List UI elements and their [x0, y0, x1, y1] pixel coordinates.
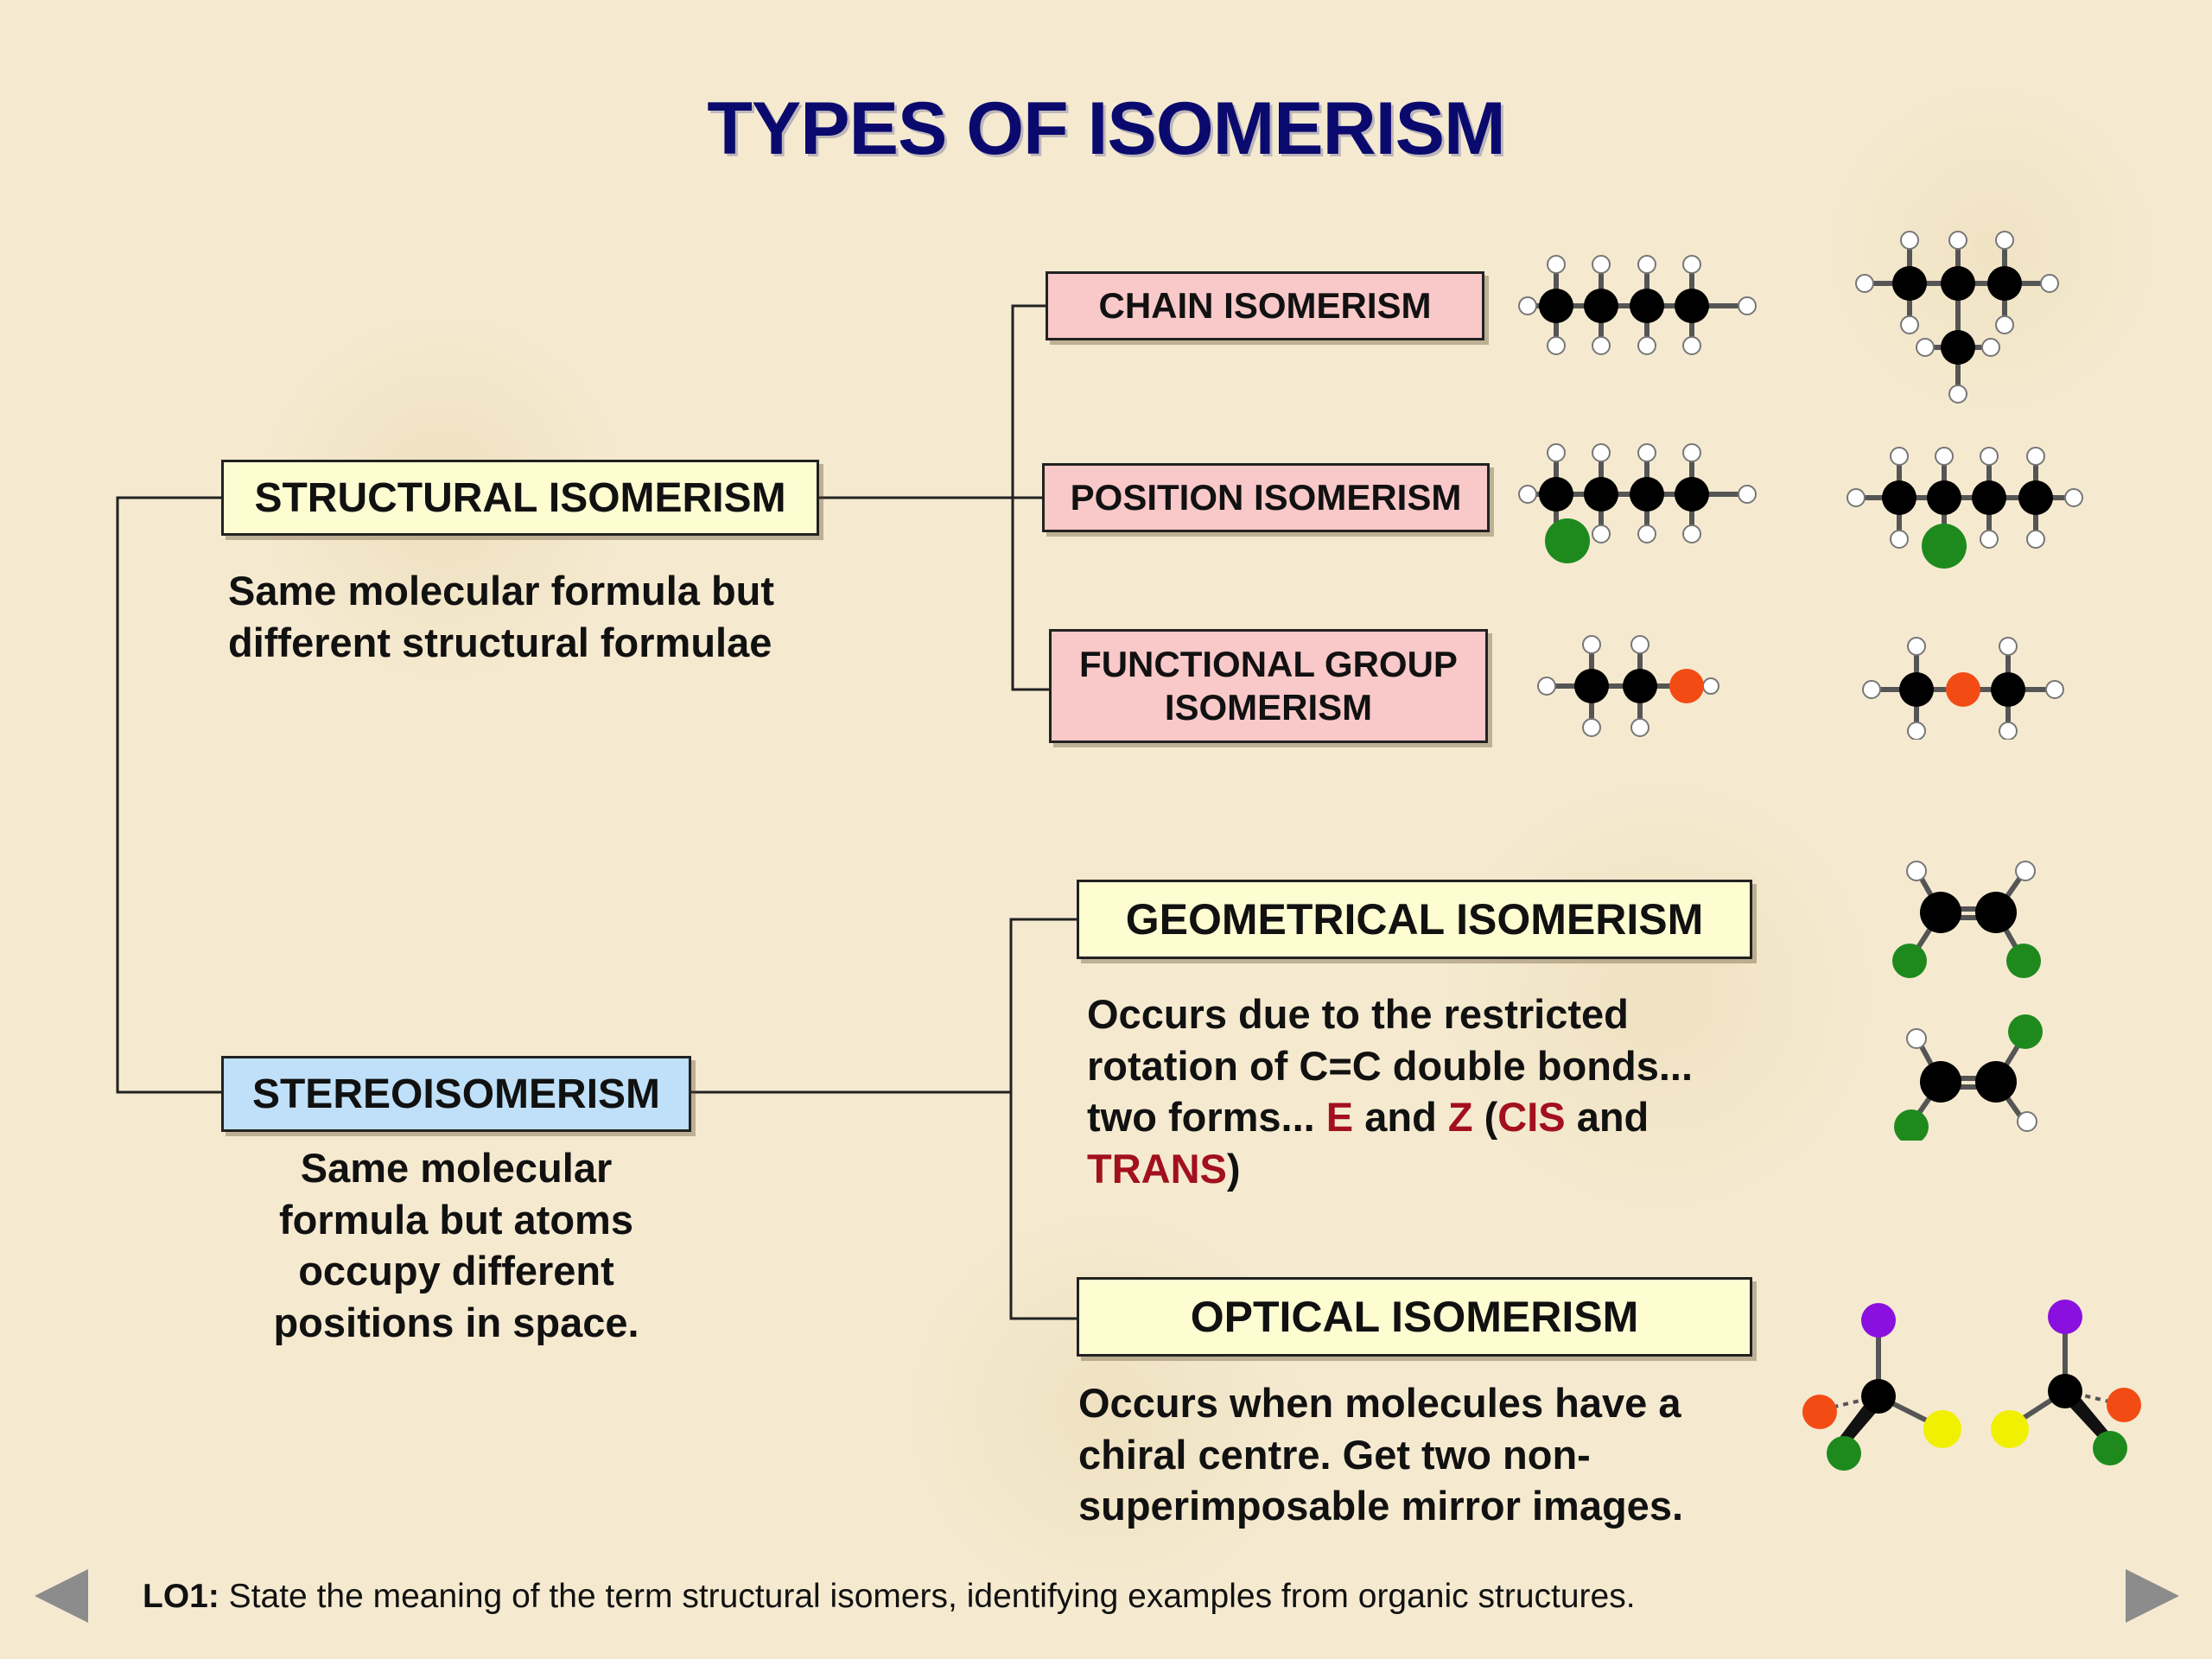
geometrical-isomerism-box: GEOMETRICAL ISOMERISM [1077, 880, 1752, 959]
geometrical-description-line: Occurs due to the restricted [1087, 991, 1629, 1037]
z-form: Z [1447, 1094, 1473, 1141]
structural-description: Same molecular formula but different str… [228, 565, 774, 668]
geometrical-isomerism-label: GEOMETRICAL ISOMERISM [1125, 895, 1704, 944]
methylpropane-molecule-icon [1855, 231, 2059, 404]
trans-form: TRANS [1087, 1146, 1227, 1192]
structural-isomerism-label: STRUCTURAL ISOMERISM [254, 474, 786, 521]
geometrical-description-line: TRANS) [1087, 1146, 1241, 1192]
optical-description-line: superimposable mirror images. [1078, 1483, 1684, 1529]
chiral-molecule-left-icon [1802, 1303, 1961, 1471]
optical-description-line: Occurs when molecules have a [1078, 1380, 1681, 1426]
chain-isomerism-label: CHAIN ISOMERISM [1098, 284, 1432, 326]
trans-alkene-molecule-icon [1894, 1014, 2043, 1141]
optical-description-line: chiral centre. Get two non- [1078, 1431, 1591, 1478]
next-arrow-icon[interactable] [2122, 1566, 2183, 1626]
functional-group-label-line: ISOMERISM [1164, 687, 1373, 728]
page-title: TYPES OF ISOMERISM [707, 87, 1505, 170]
optical-isomerism-label: OPTICAL ISOMERISM [1190, 1293, 1639, 1341]
ethanol-molecule-icon [1537, 635, 1719, 737]
stereoisomerism-label: STEREOISOMERISM [251, 1071, 661, 1117]
structural-description-line: different structural formulae [228, 619, 772, 665]
stereo-description-line: Same molecular [300, 1145, 613, 1191]
optical-description: Occurs when molecules have a chiral cent… [1078, 1377, 1683, 1532]
lo-text: State the meaning of the term structural… [219, 1578, 1636, 1615]
functional-group-label-line: FUNCTIONAL GROUP [1079, 643, 1458, 684]
structural-description-line: Same molecular formula but [228, 568, 775, 613]
e-form: E [1325, 1094, 1354, 1141]
functional-group-isomerism-box: FUNCTIONAL GROUP ISOMERISM [1049, 629, 1488, 743]
butane-molecule-icon [1518, 255, 1757, 355]
lo-label: LO1: [143, 1578, 219, 1615]
geometrical-description-line: rotation of C=C double bonds... [1087, 1042, 1694, 1089]
position-isomerism-box: POSITION ISOMERISM [1042, 463, 1490, 532]
stereo-description-line: occupy different [298, 1248, 614, 1294]
learning-objective: LO1: State the meaning of the term struc… [143, 1578, 1636, 1616]
position-isomerism-label: POSITION ISOMERISM [1070, 476, 1462, 518]
geometrical-description-line: two forms... E and Z (CIS and [1087, 1094, 1649, 1141]
methoxymethane-molecule-icon [1862, 637, 2064, 740]
stereoisomerism-box: STEREOISOMERISM [221, 1056, 691, 1132]
cis-form: CIS [1497, 1094, 1566, 1141]
optical-isomerism-box: OPTICAL ISOMERISM [1077, 1277, 1752, 1357]
chiral-molecule-right-icon [1991, 1300, 2141, 1465]
stereo-description-line: positions in space. [273, 1300, 639, 1346]
cis-alkene-molecule-icon [1892, 861, 2041, 978]
chain-isomerism-box: CHAIN ISOMERISM [1046, 271, 1484, 340]
chlorobutane-2-molecule-icon [1847, 447, 2083, 569]
stereo-description: Same molecular formula but atoms occupy … [221, 1142, 691, 1349]
prev-arrow-icon[interactable] [31, 1566, 92, 1626]
stereo-description-line: formula but atoms [279, 1196, 633, 1243]
geometrical-description: Occurs due to the restricted rotation of… [1087, 988, 1693, 1195]
chlorobutane-1-molecule-icon [1518, 443, 1757, 563]
structural-isomerism-box: STRUCTURAL ISOMERISM [221, 460, 819, 536]
